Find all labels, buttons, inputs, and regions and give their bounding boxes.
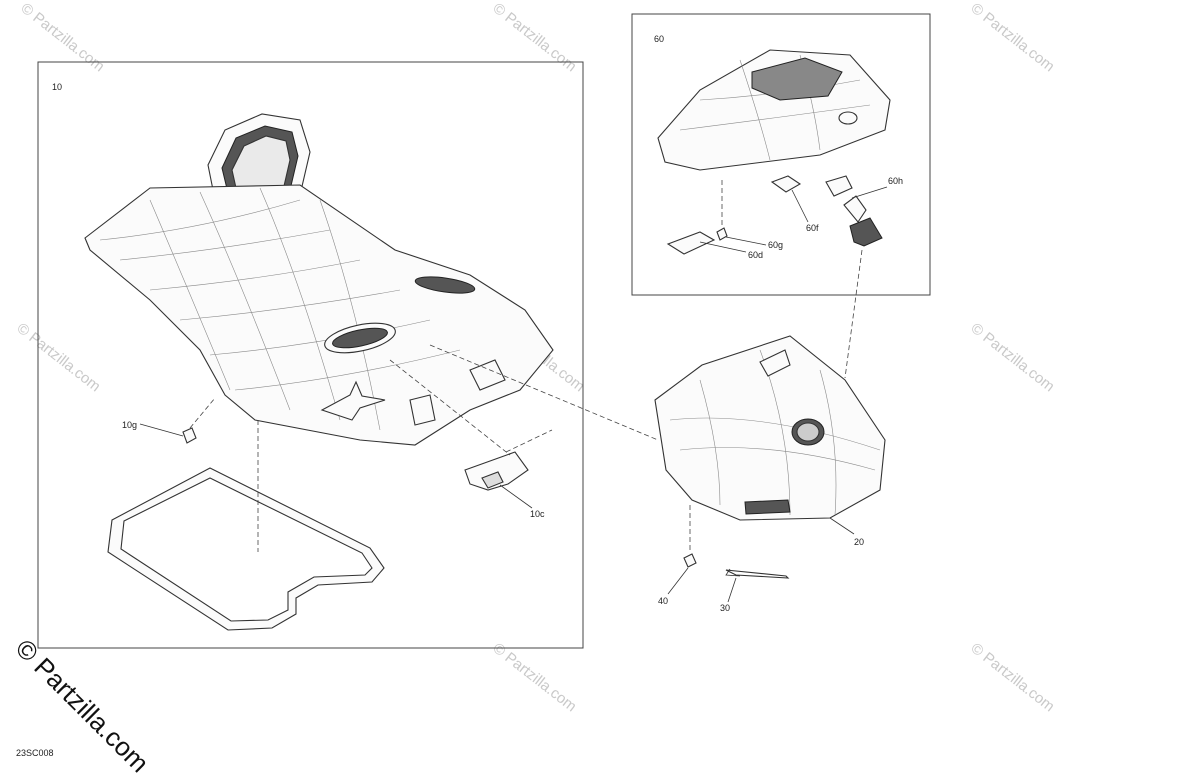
- callout-10c: 10c: [530, 509, 545, 519]
- callout-20: 20: [854, 537, 864, 547]
- seal-gasket: [107, 420, 385, 631]
- seat-part-10: [84, 113, 554, 446]
- assembly-link: [844, 249, 863, 379]
- watermark-text: © Partzilla.com: [968, 640, 1058, 716]
- watermark-text: © Partzilla.com: [490, 0, 580, 75]
- leader-10g: [139, 423, 184, 437]
- watermark-text: © Partzilla.com: [18, 0, 108, 75]
- clip-part-10g: [182, 397, 216, 444]
- callout-60g: 60g: [768, 240, 783, 250]
- cover-part-60: [657, 49, 891, 171]
- watermark-text: © Partzilla.com: [490, 640, 580, 716]
- group-10-frame: [37, 61, 584, 649]
- group-60-frame: [631, 13, 931, 296]
- watermark-text: © Partzilla.com: [968, 320, 1058, 396]
- group-60-label: 60: [654, 34, 664, 44]
- callout-10g: 10g: [122, 420, 137, 430]
- callout-60h: 60h: [888, 176, 903, 186]
- callout-60f: 60f: [806, 223, 819, 233]
- nut-part-60g: [716, 180, 767, 246]
- group-10-label: 10: [52, 82, 62, 92]
- callout-30: 30: [720, 603, 730, 613]
- drawing-code: 23SC008: [16, 748, 54, 758]
- bracket-part-60d: [666, 231, 747, 255]
- storage-bin-part-20: [429, 335, 886, 535]
- latch-part-60h: [825, 175, 888, 247]
- bracket-part-60f: [770, 175, 809, 223]
- callout-60d: 60d: [748, 250, 763, 260]
- watermark-text: © Partzilla.com: [14, 320, 104, 396]
- watermark-text: © Partzilla.com: [968, 0, 1058, 75]
- callout-40: 40: [658, 596, 668, 606]
- pin-part-30: [725, 568, 790, 603]
- nut-part-40: [667, 505, 697, 595]
- latch-part-10c: [389, 359, 553, 509]
